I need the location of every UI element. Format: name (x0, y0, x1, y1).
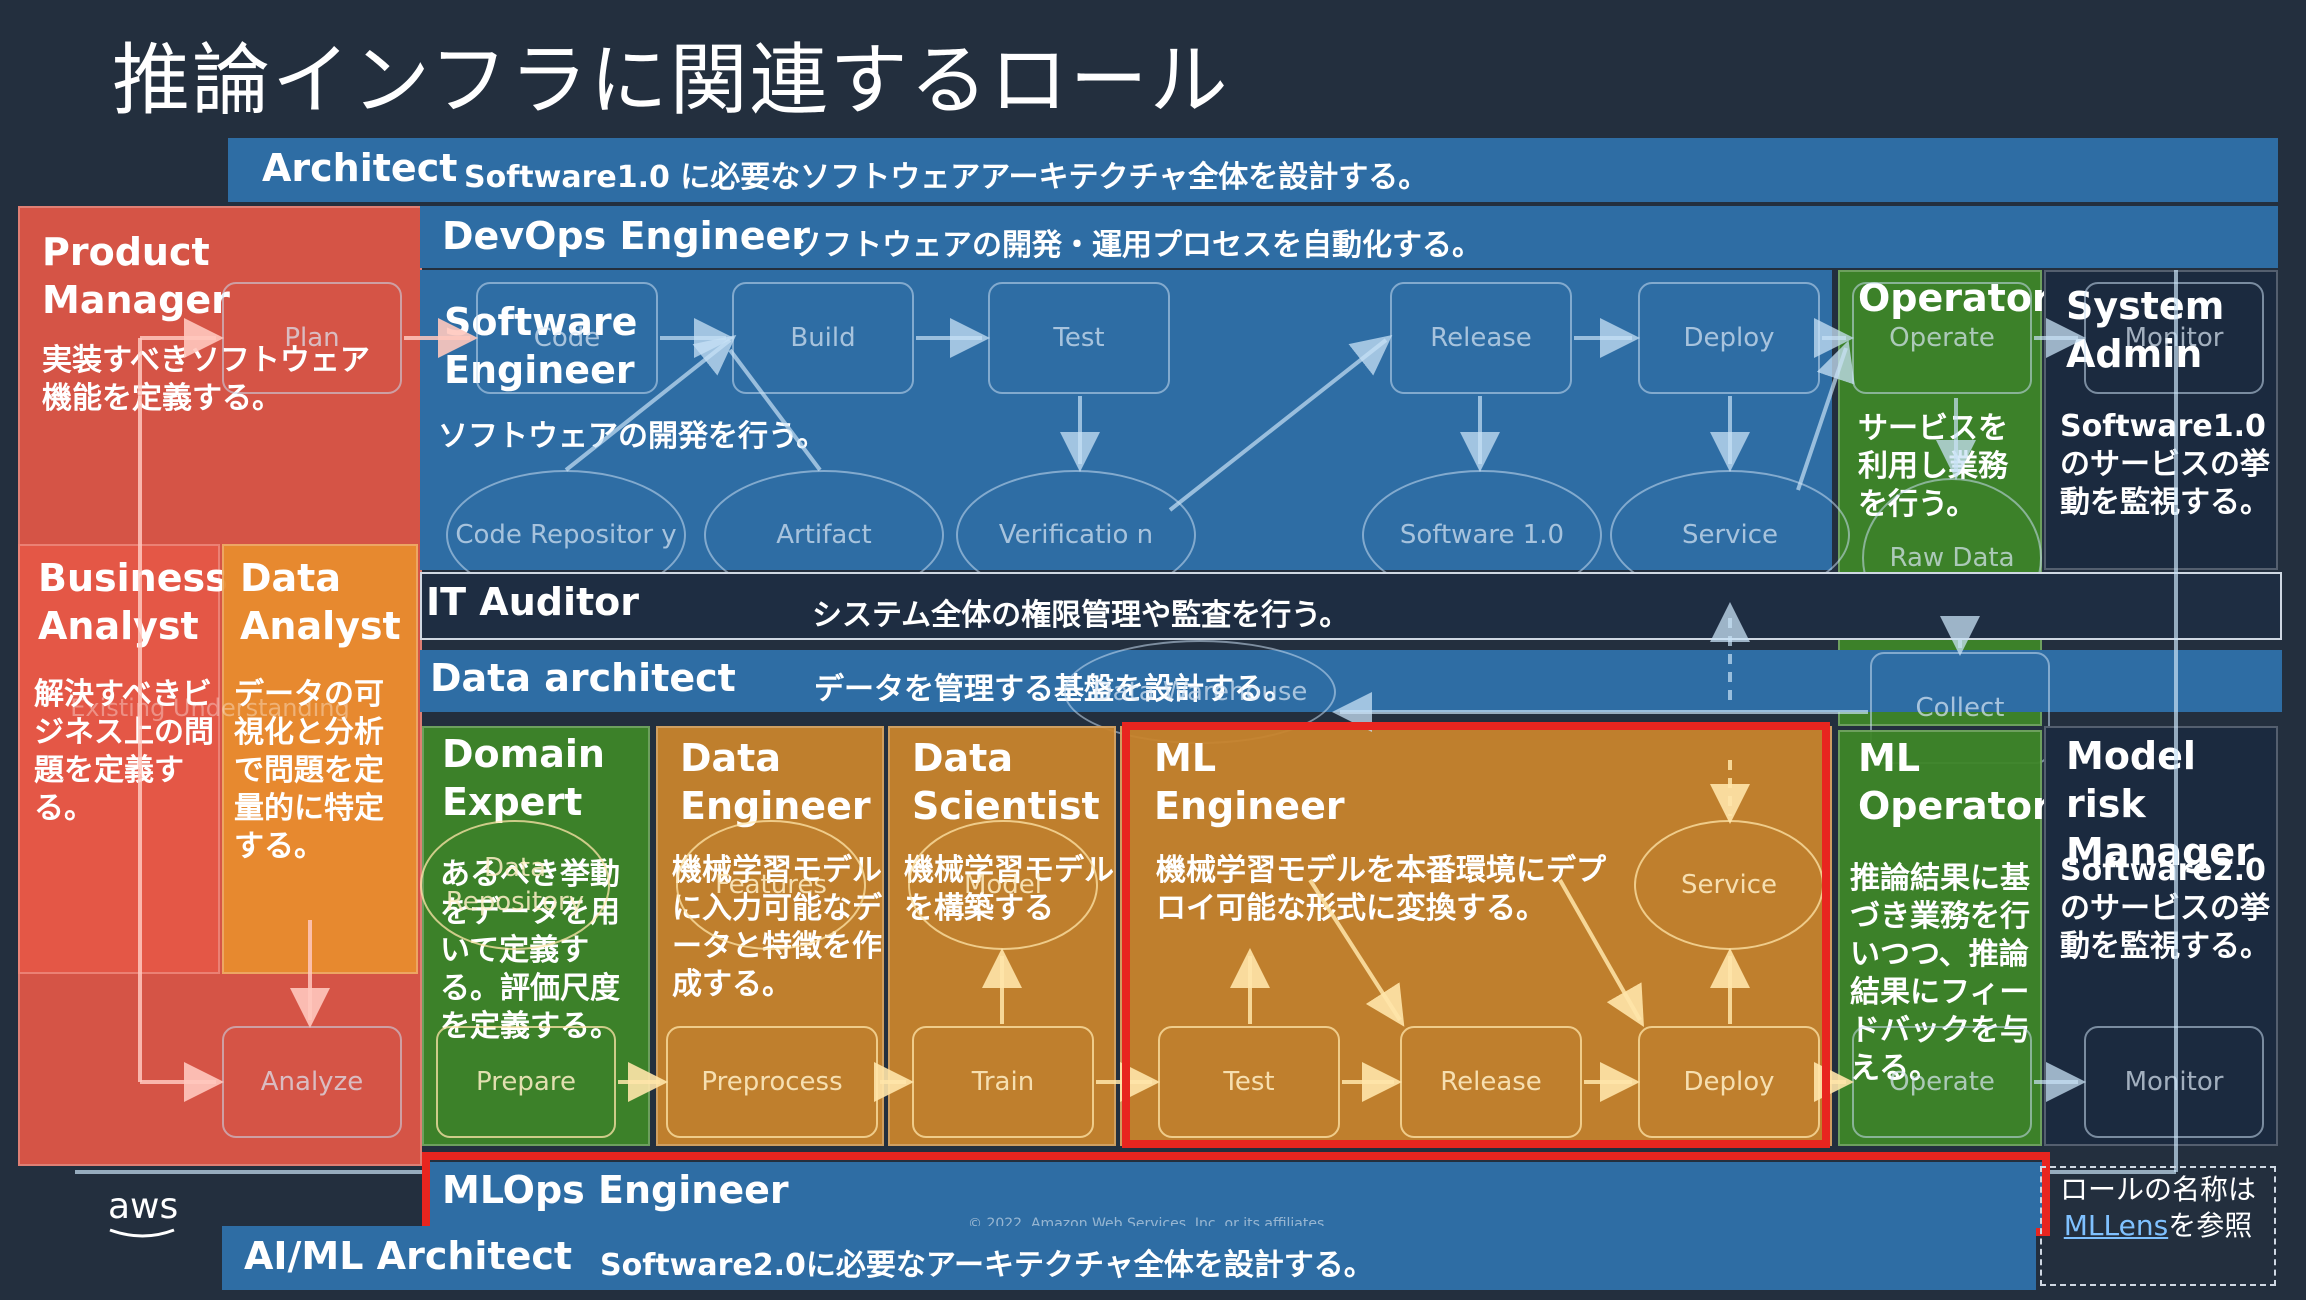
ml-test-node: Test (1158, 1026, 1340, 1138)
ml-engineer-desc: 機械学習モデルを本番環境にデプロイ可能な形式に変換する。 (1156, 853, 1606, 926)
product-manager-role: Product Manager (42, 230, 230, 322)
data-repository-node: Data Repository (420, 820, 610, 950)
product-manager-desc: 実装すべきソフトウェア機能を定義する。 (42, 343, 370, 416)
software-engineer-desc: ソフトウェアの開発を行う。 (438, 419, 827, 454)
data-analyst-desc: データの可視化と分析で問題を定量的に特定する。 (234, 677, 384, 864)
aiml-architect-role: AI/ML Architect (244, 1234, 573, 1278)
architect-role: Architect (262, 146, 458, 190)
ml-engineer-highlight (1122, 722, 1830, 1148)
mlops-highlight (422, 1152, 2050, 1236)
aws-logo-text: aws (108, 1186, 179, 1227)
page-title: 推論インフラに関連するロール (112, 36, 1230, 126)
aws-logo: aws (108, 1186, 188, 1246)
architect-desc: Software1.0 に必要なソフトウェアアーキテクチャ全体を設計する。 (464, 160, 1429, 195)
business-analyst-panel: Business Analyst 解決すべきビジネス上の問題を定義する。 (18, 544, 228, 974)
code-repository-node: Code Repositor y (446, 470, 686, 600)
data-analyst-panel: Data Analyst データの可視化と分析で問題を定量的に特定する。 (222, 544, 418, 974)
aiml-architect-desc: Software2.0に必要なアーキテクチャ全体を設計する。 (600, 1248, 1374, 1283)
ml-engineer-role: ML Engineer (1154, 736, 1345, 828)
note-prefix: ロールの名称は (2059, 1173, 2256, 1206)
it-auditor-desc: システム全体の権限管理や監査を行う。 (812, 598, 1350, 633)
devops-band: DevOps Engineer ソフトウェアの開発・運用プロセスを自動化する。 (420, 206, 2278, 268)
aws-smile-icon (109, 1228, 175, 1238)
features-node: Features (676, 820, 866, 950)
it-auditor-role: IT Auditor (426, 580, 639, 624)
model-risk-manager-desc: Software2.0 のサービスの挙動を監視する。 (2060, 853, 2270, 964)
model-risk-manager-panel: Model risk Manager Software2.0 のサービスの挙動を… (2044, 726, 2278, 1146)
data-analyst-role: Data Analyst (240, 556, 401, 648)
note-suffix: を参照 (2168, 1209, 2253, 1242)
mllens-link[interactable]: MLLens (2063, 1209, 2169, 1242)
data-architect-role: Data architect (430, 656, 736, 700)
ml-operator-role: ML Operator (1858, 736, 2051, 828)
existing-understanding-label: Existing Understanding (70, 694, 350, 722)
domain-expert-role: Domain Expert (442, 732, 605, 824)
data-scientist-role: Data Scientist (912, 736, 1100, 828)
business-analyst-role: Business Analyst (38, 556, 228, 648)
architect-band: Architect Software1.0 に必要なソフトウェアアーキテクチャ全… (228, 138, 2278, 202)
ml-operator-panel: ML Operator 推論結果に基づき業務を行いつつ、推論結果にフィードバック… (1838, 730, 2051, 1146)
devops-role: DevOps Engineer (442, 214, 811, 258)
devops-desc: ソフトウェアの開発・運用プロセスを自動化する。 (792, 228, 1482, 263)
mlops-role: MLOps Engineer (442, 1168, 789, 1212)
ml-release-node: Release (1400, 1026, 1582, 1138)
prepare-node: Prepare (436, 1026, 616, 1138)
mlops-band: MLOps Engineer © 2022, Amazon Web Servic… (428, 1162, 2046, 1232)
note-box: ロールの名称はMLLensを参照 (2040, 1166, 2276, 1286)
business-analyst-desc: 解決すべきビジネス上の問題を定義する。 (34, 677, 214, 826)
system-admin-desc: Software1.0 のサービスの挙動を監視する。 (2060, 409, 2270, 520)
aiml-architect-band: AI/ML Architect Software2.0に必要なアーキテクチャ全体… (222, 1226, 2036, 1290)
ml-operator-desc: 推論結果に基づき業務を行いつつ、推論結果にフィードバックを与える。 (1850, 861, 2030, 1086)
